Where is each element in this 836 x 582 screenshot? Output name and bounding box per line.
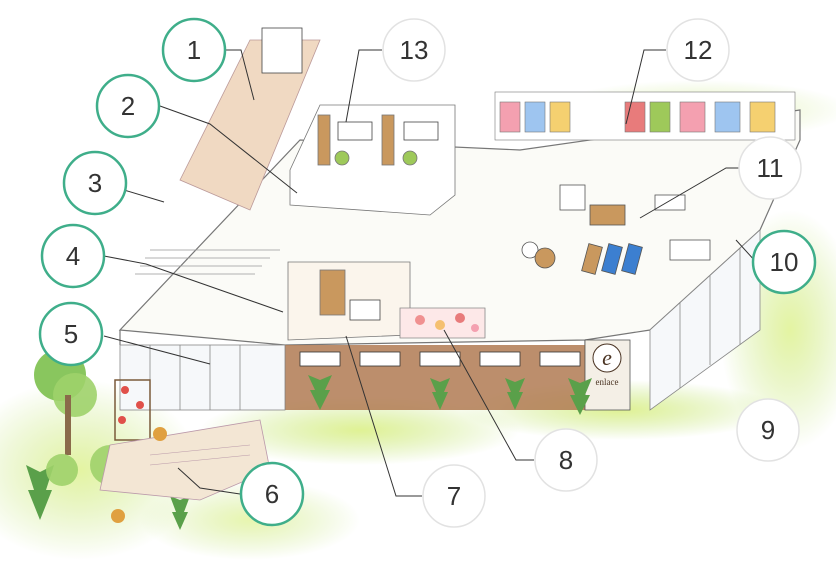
- callout-circle-3: [62, 150, 128, 216]
- lounge-area: [521, 184, 711, 275]
- leader-line-6: [177, 467, 241, 495]
- callout-label-6: 6: [265, 479, 279, 509]
- leader-lines: [103, 49, 757, 497]
- callout-label-4: 4: [66, 241, 80, 271]
- callout-label-12: 12: [684, 35, 713, 65]
- callout-4: 4: [40, 223, 106, 289]
- leader-line-2: [159, 105, 298, 194]
- callout-12: 12: [666, 18, 730, 82]
- callout-5: 5: [38, 301, 104, 367]
- callout-6: 6: [239, 461, 305, 527]
- entrance-sign: e enlace: [584, 339, 631, 411]
- glass-walls: [119, 229, 761, 411]
- callout-label-11: 11: [757, 153, 784, 183]
- callout-3: 3: [62, 150, 128, 216]
- callout-label-7: 7: [447, 481, 461, 511]
- callout-label-2: 2: [121, 91, 135, 121]
- leader-line-8: [443, 329, 534, 461]
- callout-circle-11: [738, 136, 802, 200]
- callout-circle-13: [382, 18, 446, 82]
- callout-circle-6: [239, 461, 305, 527]
- callout-circle-10: [751, 229, 817, 295]
- callout-circle-7: [422, 464, 486, 528]
- callout-label-5: 5: [64, 319, 78, 349]
- callout-label-1: 1: [187, 35, 201, 65]
- studio-room: [287, 261, 411, 341]
- leader-line-7: [345, 335, 422, 497]
- leader-line-5: [103, 335, 211, 365]
- terrace: [99, 379, 271, 523]
- leader-line-13: [345, 49, 382, 123]
- callout-10: 10: [751, 229, 817, 295]
- callout-label-13: 13: [400, 35, 429, 65]
- callout-circle-9: [736, 398, 800, 462]
- callout-circle-4: [40, 223, 106, 289]
- callout-13: 13: [382, 18, 446, 82]
- callout-circle-1: [161, 17, 227, 83]
- callout-1: 1: [161, 17, 227, 83]
- leader-line-3: [123, 189, 165, 203]
- corridor-stairs: [135, 27, 321, 275]
- sign-name: enlace: [596, 377, 619, 387]
- callout-7: 7: [422, 464, 486, 528]
- callout-8: 8: [534, 428, 598, 492]
- callout-label-8: 8: [559, 445, 573, 475]
- callout-label-9: 9: [761, 415, 775, 445]
- flower-rug: [399, 307, 486, 339]
- callout-circle-8: [534, 428, 598, 492]
- leader-line-1: [226, 49, 255, 101]
- leader-line-4: [103, 255, 284, 313]
- leader-line-12: [625, 49, 666, 125]
- callout-circle-2: [95, 73, 161, 139]
- callout-9: 9: [736, 398, 800, 462]
- callout-label-3: 3: [88, 168, 102, 198]
- callout-circle-12: [666, 18, 730, 82]
- callout-label-10: 10: [770, 247, 799, 277]
- callout-circle-5: [38, 301, 104, 367]
- callout-11: 11: [738, 136, 802, 200]
- callout-2: 2: [95, 73, 161, 139]
- sign-mark: e: [602, 345, 612, 370]
- leader-line-11: [639, 167, 742, 219]
- meeting-room: [289, 104, 456, 216]
- front-wall: [285, 345, 585, 410]
- back-shelves: [494, 91, 796, 141]
